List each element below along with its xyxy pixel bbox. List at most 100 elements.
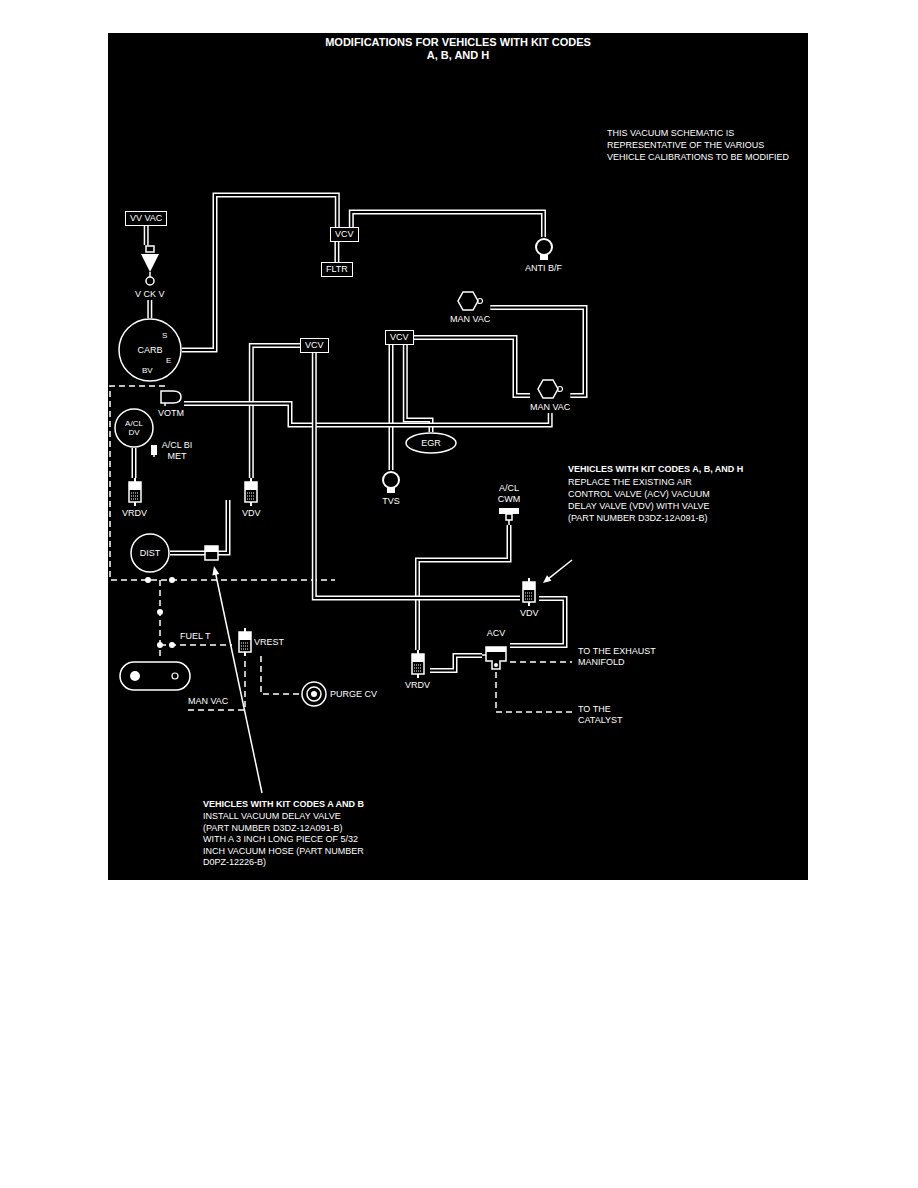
valve-symbol [244, 478, 258, 506]
label-box: VEHICLES WITH KIT CODES A AND B [203, 798, 463, 810]
component-box: VCV [330, 227, 359, 242]
vacuum-hose [182, 195, 337, 350]
delay-valve-symbol [205, 546, 218, 560]
hose-outline [251, 346, 300, 479]
vacuum-hose [405, 345, 431, 432]
component-box: VCV [300, 338, 329, 353]
hose-outline [132, 448, 137, 478]
hose-outline [144, 226, 149, 245]
ball-symbol [533, 237, 555, 261]
junction-dot [145, 577, 151, 583]
leader-line [546, 560, 572, 581]
junction-dot [169, 642, 175, 648]
delay-valve-symbol [205, 546, 218, 552]
thermal-switch: TVS [380, 470, 402, 507]
outlet-label: TO THE EXHAUST MANIFOLD [578, 646, 688, 668]
leader-line [216, 573, 263, 793]
title-box: MODIFICATIONS FOR VEHICLES WITH KIT CODE… [322, 36, 594, 62]
bimetal-sensor: A/CL BI MET [150, 440, 194, 462]
title-text: MODIFICATIONS FOR VEHICLES WITH KIT CODE… [322, 36, 594, 62]
dashed-line [510, 661, 572, 663]
egr-valve: EGR [405, 432, 457, 454]
anti-backfire-valve: ANTI B/F [525, 237, 562, 274]
purge-symbol [300, 680, 328, 708]
hose-core [145, 226, 147, 245]
component-label: VCV [390, 332, 409, 343]
port-box: BV [142, 366, 153, 375]
votm-symbol [159, 388, 183, 406]
nib-symbol [150, 445, 158, 457]
hose-core [405, 345, 431, 432]
hose-outline [334, 242, 339, 262]
component-label: VREST [254, 637, 284, 648]
hose-core [149, 300, 151, 318]
component-label: VOTM [158, 408, 184, 419]
component-label: TVS [382, 496, 400, 507]
vacuum-hose [314, 353, 520, 598]
vacuum-hose [351, 212, 543, 237]
leader-arrowhead [543, 575, 551, 583]
vacuum-hose [149, 300, 150, 318]
vacuum-hose [134, 448, 135, 478]
junction-dot [169, 577, 175, 583]
component-label: CARB [137, 345, 162, 356]
hex-symbol [537, 378, 563, 400]
component-box: VV VAC [125, 211, 167, 226]
vacuum-hose [261, 656, 300, 694]
label-box: VEHICLES WITH KIT CODES A, B, AND H [568, 463, 800, 475]
canister-port [172, 673, 178, 679]
hose-outline [414, 338, 531, 396]
hose-core [430, 656, 482, 671]
purge-valve: PURGE CV [300, 680, 377, 708]
vacuum-restrictor: VREST [238, 628, 284, 656]
port-label: BV [142, 366, 153, 375]
cold-weather-modulator: A/CL CWM [494, 483, 524, 525]
component-label: VCV [305, 340, 324, 351]
valve-symbol [128, 478, 142, 506]
component-label: DIST [140, 548, 161, 559]
vacuum-hose [418, 525, 510, 650]
hose-core [251, 346, 300, 479]
valve-symbol [522, 578, 536, 606]
delay-valve: VRDV [122, 478, 147, 519]
label-box: TO THE CATALYST [578, 704, 638, 726]
label-box: THIS VACUUM SCHEMATIC IS REPRESENTATIVE … [607, 127, 802, 163]
component-label: V CK V [135, 289, 165, 300]
label-box: INSTALL VACUUM DELAY VALVE (PART NUMBER … [203, 811, 368, 869]
dashed-line [188, 660, 245, 710]
delay-valve: VDV [242, 478, 261, 519]
label-box: TO THE EXHAUST MANIFOLD [578, 646, 688, 668]
hose-core [182, 195, 337, 350]
component-label: A/CL BI MET [160, 440, 194, 462]
delay-valve: VDV [520, 578, 539, 619]
dashed-line [110, 386, 335, 580]
vacuum-hose [184, 404, 550, 426]
canister-port [130, 671, 140, 681]
hose-outline [351, 212, 543, 237]
component-label: MAN VAC [530, 402, 570, 413]
hose-core [314, 353, 520, 598]
callout-text: REPLACE THE EXISTING AIR CONTROL VALVE (… [568, 476, 728, 524]
ball-symbol [380, 470, 402, 494]
label-box: REPLACE THE EXISTING AIR CONTROL VALVE (… [568, 476, 728, 524]
hose-core [351, 212, 543, 237]
callout-heading: VEHICLES WITH KIT CODES A, B, AND H [568, 463, 800, 475]
note-text: THIS VACUUM SCHEMATIC IS REPRESENTATIVE … [607, 127, 802, 163]
component-label: EGR [421, 438, 441, 449]
hose-core [390, 345, 392, 470]
port-label: S [162, 331, 167, 340]
component-label: A/CL DV [121, 419, 147, 437]
distributor-circle: DIST [130, 533, 170, 573]
cwm-symbol [497, 507, 521, 525]
manifold-vacuum-fitting: MAN VAC [530, 378, 570, 413]
component-label: VRDV [405, 680, 430, 691]
label-box: FUEL T [180, 631, 211, 642]
votm-actuator: VOTM [158, 388, 184, 419]
hose-core [133, 448, 135, 478]
hex-symbol [457, 290, 483, 312]
component-circle: A/CL DV [114, 408, 154, 448]
component-box: FLTR [321, 262, 353, 277]
vacuum-hose [146, 226, 147, 245]
